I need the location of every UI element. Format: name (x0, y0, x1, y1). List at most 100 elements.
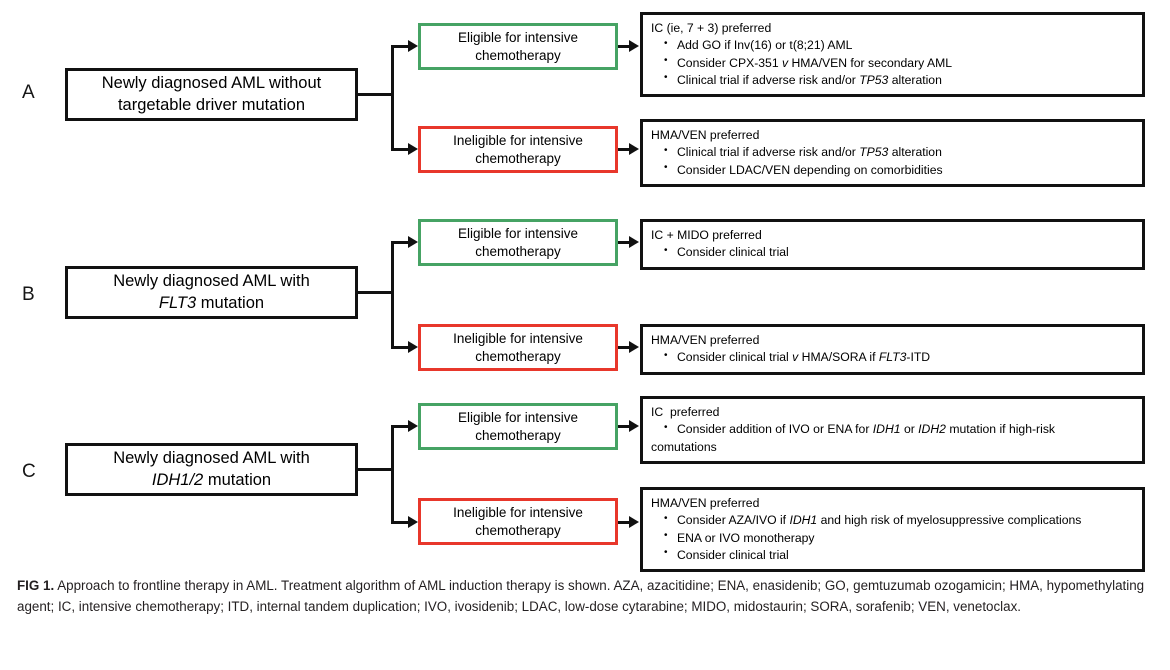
arrow-head-out-b-top (629, 236, 639, 248)
eligibility-box-c-ineligible: Ineligible for intensive chemotherapy (418, 498, 618, 545)
ineligibility-label-line1: Ineligible for intensive (453, 132, 583, 148)
bullet-text: Clinical trial if adverse risk and/or (677, 145, 860, 160)
outcome-bullet: Consider CPX-351 v HMA/VEN for secondary… (651, 54, 1135, 72)
source-box-b-line2: mutation (196, 293, 265, 312)
outcome-title: HMA/VEN preferred (651, 128, 760, 142)
connector-arm-b-bottom (391, 346, 409, 349)
connector-out-b-bottom (618, 346, 632, 349)
ineligibility-label-line2: chemotherapy (475, 348, 561, 364)
eligibility-label-line2: chemotherapy (475, 427, 561, 443)
outcome-bullet: ENA or IVO monotherapy (651, 529, 1135, 547)
bullet-text: Consider AZA/IVO if (677, 513, 790, 528)
bullet-text: Consider CPX-351 (677, 55, 782, 70)
figure-caption: FIG 1. Approach to frontline therapy in … (17, 576, 1153, 618)
source-box-b: Newly diagnosed AML with FLT3 mutation (65, 266, 358, 319)
outcome-bullet-list: Clinical trial if adverse risk and/or TP… (651, 144, 1135, 179)
connector-arm-c-top (391, 425, 409, 428)
arrow-head-out-b-bottom (629, 341, 639, 353)
eligibility-box-a-ineligible: Ineligible for intensive chemotherapy (418, 126, 618, 173)
connector-stub-a (358, 93, 394, 96)
connector-out-b-top (618, 241, 632, 244)
connector-arm-a-bottom (391, 148, 409, 151)
connector-arm-a-top (391, 45, 409, 48)
outcome-bullet-list: Consider clinical trial v HMA/SORA if FL… (651, 349, 1135, 366)
outcome-box-a-eligible: IC (ie, 7 + 3) preferred Add GO if Inv(1… (640, 12, 1145, 98)
source-box-c-line2: mutation (203, 470, 272, 489)
outcome-bullet: Consider clinical trial (651, 244, 1135, 261)
outcome-bullet-list: Add GO if Inv(16) or t(8;21) AML Conside… (651, 37, 1135, 89)
source-box-c-line1: Newly diagnosed AML with (113, 449, 310, 468)
outcome-bullet: Consider clinical trial v HMA/SORA if FL… (651, 349, 1135, 366)
outcome-box-a-ineligible: HMA/VEN preferred Clinical trial if adve… (640, 119, 1145, 187)
bullet-italic: TP53 (859, 72, 889, 87)
bullet-italic: v (782, 55, 789, 70)
connector-trunk-b (391, 241, 394, 349)
connector-out-a-bottom (618, 148, 632, 151)
bullet-text: Add GO if Inv(16) or t(8;21) AML (677, 38, 853, 53)
source-box-a-line2: targetable driver mutation (117, 95, 306, 114)
bullet-italic-gene: FLT3 (878, 350, 907, 365)
arrow-head-b-bottom (408, 341, 418, 353)
eligibility-label-line2: chemotherapy (475, 243, 561, 259)
eligibility-label-line1: Eligible for intensive (457, 29, 579, 45)
arrow-head-c-bottom (408, 516, 418, 528)
outcome-bullet-wrap-line: comutations (651, 439, 717, 454)
bullet-text-cont: alteration (888, 145, 942, 160)
connector-trunk-c (391, 425, 394, 524)
eligibility-box-a-eligible: Eligible for intensive chemotherapy (418, 23, 618, 70)
arrow-head-out-a-bottom (629, 143, 639, 155)
eligibility-box-b-eligible: Eligible for intensive chemotherapy (418, 219, 618, 266)
panel-letter-c: C (22, 461, 36, 482)
connector-trunk-a (391, 45, 394, 151)
outcome-bullet: Clinical trial if adverse risk and/or TP… (651, 71, 1135, 89)
ineligibility-label-line2: chemotherapy (475, 522, 561, 538)
bullet-text: Consider LDAC/VEN depending on comorbidi… (677, 162, 943, 177)
bullet-text-end: mutation if high-risk (945, 422, 1056, 437)
panel-letter-a: A (22, 82, 35, 103)
outcome-box-b-ineligible: HMA/VEN preferred Consider clinical tria… (640, 324, 1145, 375)
bullet-text: Consider clinical trial (677, 350, 793, 365)
bullet-text-end: -ITD (906, 350, 931, 365)
bullet-text: ENA or IVO monotherapy (677, 530, 815, 545)
bullet-italic: TP53 (859, 145, 889, 160)
bullet-text: Consider clinical trial (677, 245, 789, 260)
source-box-a-line1: Newly diagnosed AML without (101, 74, 322, 93)
connector-out-c-bottom (618, 521, 632, 524)
arrow-head-b-top (408, 236, 418, 248)
outcome-title: HMA/VEN preferred (651, 496, 760, 510)
bullet-text-cont: alteration (888, 72, 942, 87)
outcome-bullet: Consider LDAC/VEN depending on comorbidi… (651, 161, 1135, 179)
outcome-title: IC + MIDO preferred (651, 228, 762, 242)
bullet-text: Consider addition of IVO or ENA for (677, 422, 873, 437)
outcome-title: HMA/VEN preferred (651, 333, 760, 347)
figure-caption-label: FIG 1. (17, 578, 55, 593)
arrow-head-out-c-top (629, 420, 639, 432)
outcome-box-c-ineligible: HMA/VEN preferred Consider AZA/IVO if ID… (640, 487, 1145, 573)
arrow-head-out-c-bottom (629, 516, 639, 528)
ineligibility-label-line1: Ineligible for intensive (453, 504, 583, 520)
outcome-bullet-list: Consider AZA/IVO if IDH1 and high risk o… (651, 512, 1135, 564)
outcome-title: IC preferred (651, 405, 720, 419)
panel-letter-b: B (22, 284, 35, 305)
arrow-head-out-a-top (629, 40, 639, 52)
source-box-c: Newly diagnosed AML with IDH1/2 mutation (65, 443, 358, 496)
eligibility-label-line2: chemotherapy (475, 47, 561, 63)
outcome-bullet: Clinical trial if adverse risk and/or TP… (651, 144, 1135, 161)
bullet-text-cont: or (900, 422, 919, 437)
source-box-b-gene: FLT3 (158, 293, 197, 312)
outcome-bullet: Add GO if Inv(16) or t(8;21) AML (651, 37, 1135, 54)
bullet-italic: v (792, 350, 799, 365)
eligibility-label-line1: Eligible for intensive (457, 225, 579, 241)
outcome-bullet-list: Consider clinical trial (651, 244, 1135, 261)
outcome-bullet-list: Consider addition of IVO or ENA for IDH1… (651, 421, 1135, 438)
bullet-text-cont: HMA/VEN for secondary AML (788, 55, 953, 70)
bullet-text-cont: and high risk of myelosuppressive compli… (817, 513, 1082, 528)
source-box-b-line1: Newly diagnosed AML with (113, 272, 310, 291)
outcome-bullet: Consider addition of IVO or ENA for IDH1… (651, 421, 1135, 438)
arrow-head-a-top (408, 40, 418, 52)
bullet-text: Clinical trial if adverse risk and/or (677, 72, 860, 87)
arrow-head-c-top (408, 420, 418, 432)
bullet-italic: IDH1 (789, 513, 818, 528)
ineligibility-label-line2: chemotherapy (475, 150, 561, 166)
arrow-head-a-bottom (408, 143, 418, 155)
